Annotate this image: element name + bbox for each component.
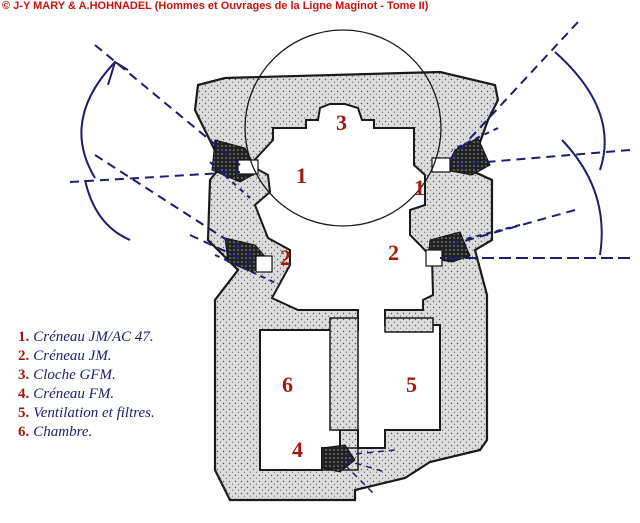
label-6: 6 [282,372,293,397]
label-3: 3 [336,110,347,135]
room6-partition [329,317,359,431]
cloche-circle [244,29,442,227]
legend-item: 5.Ventilation et filtres. [18,405,155,421]
legend-item: 2.Créneau JM. [18,348,112,364]
embrasure-4 [321,444,356,473]
slit-2-left [255,255,273,273]
label-4: 4 [292,437,303,462]
legend-item: 4.Créneau FM. [18,386,115,402]
slit-1-left [237,159,259,175]
fire-sectors-bottom [344,449,396,496]
label-2-left: 2 [280,245,291,270]
legend-item: 6.Chambre. [18,424,93,440]
label-2-right: 2 [388,240,399,265]
fire-sectors-right [440,21,631,259]
slit-1-right [431,157,451,173]
slit-2-right [425,249,443,267]
label-1-left: 1 [296,163,307,188]
label-5: 5 [406,372,417,397]
legend-item: 3.Cloche GFM. [18,367,116,383]
copyright-text: © J-Y MARY & A.HOHNADEL (Hommes et Ouvra… [2,0,429,12]
room5-partition [384,317,434,333]
fire-sectors-left [69,44,281,286]
legend: 1.Créneau JM/AC 47. 2.Créneau JM. 3.Cloc… [18,328,155,442]
label-1-right: 1 [414,175,425,200]
legend-item: 1.Créneau JM/AC 47. [18,329,154,345]
